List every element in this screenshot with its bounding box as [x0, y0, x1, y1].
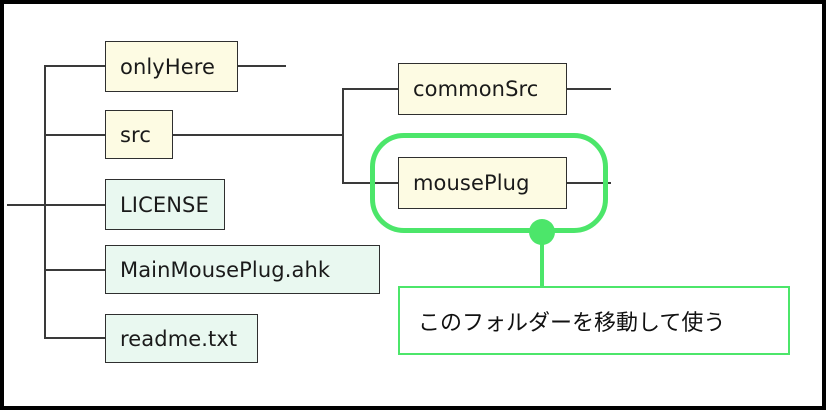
- node-onlyhere-label: onlyHere: [120, 54, 216, 79]
- diagram-canvas: onlyHere src LICENSE MainMousePlug.ahk r…: [4, 4, 822, 406]
- node-license[interactable]: LICENSE: [105, 179, 225, 230]
- callout-box: このフォルダーを移動して使う: [398, 286, 790, 355]
- node-license-label: LICENSE: [120, 192, 209, 217]
- node-commonsrc-label: commonSrc: [413, 77, 539, 101]
- tree-connectors: [7, 65, 611, 339]
- node-mainmouseplug-ahk-label: MainMousePlug.ahk: [120, 257, 331, 282]
- node-commonsrc[interactable]: commonSrc: [398, 63, 567, 115]
- node-readme-txt[interactable]: readme.txt: [105, 314, 258, 363]
- node-mouseplug[interactable]: mousePlug: [398, 157, 567, 209]
- highlight-anchor-dot: [529, 219, 555, 245]
- node-mouseplug-label: mousePlug: [413, 171, 530, 195]
- node-readme-txt-label: readme.txt: [120, 326, 238, 351]
- node-src[interactable]: src: [105, 110, 173, 159]
- node-src-label: src: [120, 122, 151, 147]
- node-mainmouseplug-ahk[interactable]: MainMousePlug.ahk: [105, 245, 380, 294]
- callout-text: このフォルダーを移動して使う: [418, 310, 726, 336]
- node-onlyhere[interactable]: onlyHere: [105, 41, 238, 92]
